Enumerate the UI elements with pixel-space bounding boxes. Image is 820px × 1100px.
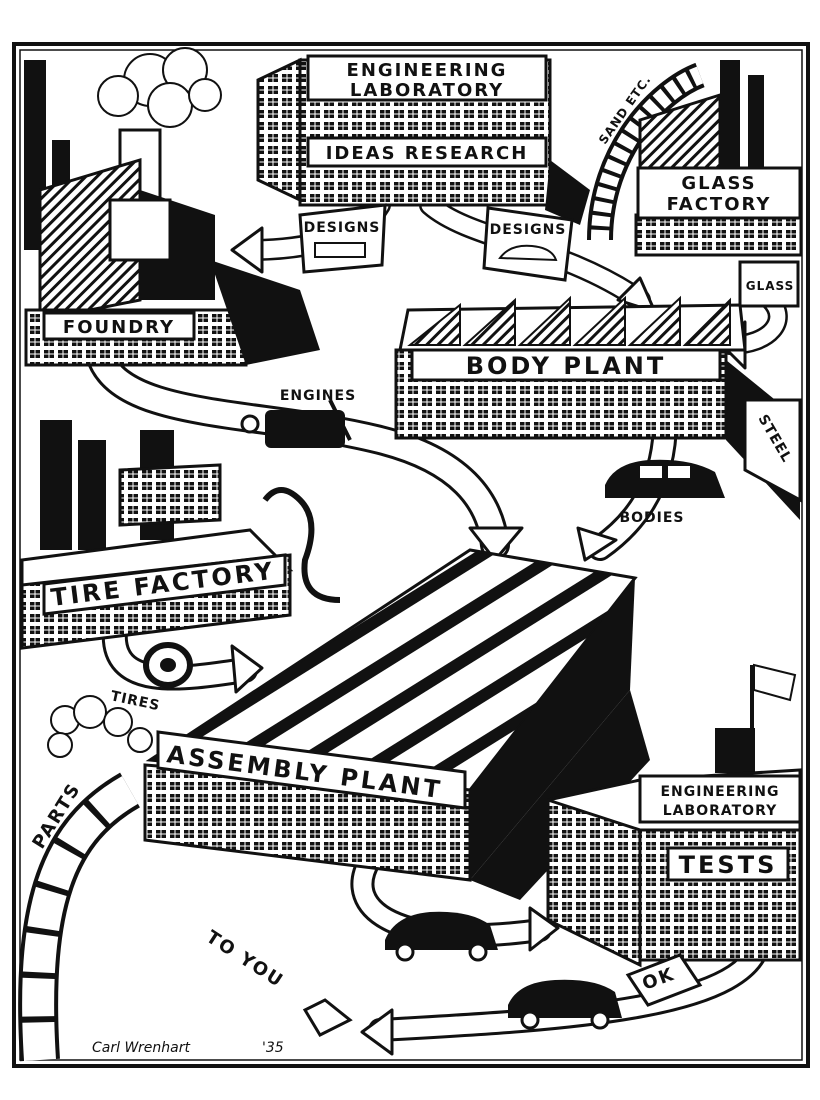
- pointing-hand-icon: [302, 998, 353, 1037]
- glass-flow-label: GLASS: [746, 279, 795, 293]
- artist-signature: Carl Wrenhart: [92, 1040, 190, 1056]
- bodies-car-graphic: [605, 459, 725, 498]
- designs-right-label: DESIGNS: [490, 222, 567, 238]
- engines-label: ENGINES: [280, 388, 356, 404]
- engineering-lab-tests-line2: LABORATORY: [663, 803, 777, 819]
- engineering-lab-top-line2: LABORATORY: [350, 80, 504, 101]
- bodies-label: BODIES: [619, 510, 684, 526]
- to-you-label: TO YOU: [202, 927, 287, 993]
- engineering-lab-top-line1: ENGINEERING: [347, 60, 508, 81]
- ok-tag: [625, 953, 703, 1007]
- car-to-you: [508, 979, 622, 1030]
- assembly-plant-building: [143, 548, 650, 900]
- designs-card-right: DESIGNS: [482, 206, 574, 282]
- parts-train: [18, 772, 141, 1062]
- glass-factory-sign: [636, 166, 802, 220]
- ideas-research-label: IDEAS RESEARCH: [326, 143, 529, 164]
- glass-factory-line2: FACTORY: [667, 194, 772, 215]
- ideas-research-sign: [306, 136, 548, 168]
- engineering-lab-tests-line1: ENGINEERING: [660, 784, 779, 800]
- smoke-clouds: [47, 47, 222, 758]
- engine-graphic: [240, 399, 352, 448]
- car-to-tests: [385, 911, 498, 962]
- tests-label: TESTS: [679, 851, 778, 879]
- designs-card-left: DESIGNS: [298, 203, 387, 274]
- tire-factory-building: [20, 420, 341, 650]
- foundry-building: [24, 60, 320, 367]
- foundry-label: FOUNDRY: [63, 317, 175, 338]
- signature-year: '35: [262, 1040, 284, 1056]
- tests-sign: [666, 846, 790, 882]
- tire-graphic: [143, 642, 193, 688]
- body-plant-sign: [410, 348, 722, 382]
- engineering-lab-tests-sign: [638, 774, 802, 824]
- foundry-sign: [42, 311, 196, 341]
- glass-factory-line1: GLASS: [681, 173, 756, 194]
- body-plant-label: BODY PLANT: [466, 352, 667, 380]
- designs-left-label: DESIGNS: [304, 220, 381, 236]
- border-frame: [12, 42, 810, 1068]
- engineering-lab-top-sign: [306, 54, 548, 102]
- tire-factory-sign: [42, 553, 287, 616]
- inner-border: [19, 49, 803, 1061]
- steel-railcar: STEEL: [743, 398, 802, 503]
- assembly-plant-sign: [156, 730, 467, 810]
